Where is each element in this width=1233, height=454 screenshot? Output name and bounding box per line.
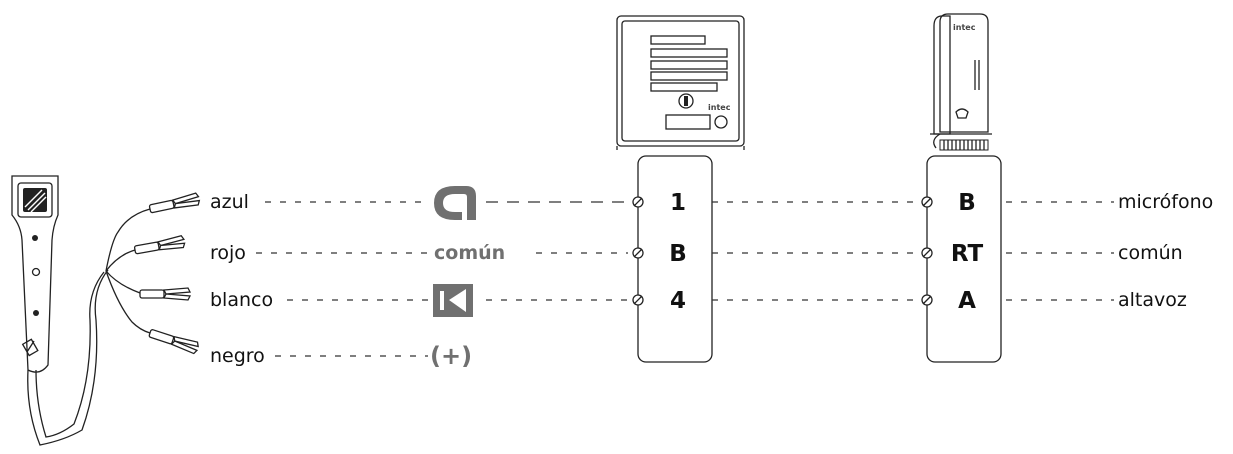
panel-terminal-b: B: [669, 241, 687, 267]
wire-label-rojo: rojo: [210, 242, 246, 264]
plus-symbol-label: (+): [430, 342, 472, 370]
handset-terminal-b: B: [958, 190, 976, 216]
panel-terminal-block: [637, 155, 713, 363]
microphone-symbol-icon: [434, 186, 476, 220]
screw-icon: [921, 196, 933, 208]
panel-terminal-1: 1: [670, 190, 686, 216]
handset-terminal-rt: RT: [951, 241, 984, 267]
screw-icon: [921, 247, 933, 259]
function-label-comun: común: [1118, 242, 1183, 264]
handset-terminal-a: A: [958, 288, 976, 314]
screw-icon: [921, 294, 933, 306]
screw-icon: [632, 196, 644, 208]
panel-brand-logo: intec: [708, 103, 731, 112]
speaker-symbol-icon: [433, 284, 473, 317]
comun-symbol-label: común: [434, 242, 505, 264]
function-label-altavoz: altavoz: [1118, 289, 1187, 311]
panel-terminal-4: 4: [670, 288, 686, 314]
intercom-handset-icon: [930, 13, 992, 151]
wire-label-azul: azul: [210, 191, 249, 213]
handset-brand-logo: intec: [953, 23, 976, 32]
wire-label-negro: negro: [210, 345, 265, 367]
function-label-microfono: micrófono: [1118, 191, 1213, 213]
handset-terminal-block: [926, 155, 1002, 363]
tester-probe-icon: [11, 175, 201, 446]
door-entry-panel-icon: [616, 15, 745, 150]
wire-label-blanco: blanco: [210, 289, 273, 311]
screw-icon: [632, 247, 644, 259]
screw-icon: [632, 294, 644, 306]
